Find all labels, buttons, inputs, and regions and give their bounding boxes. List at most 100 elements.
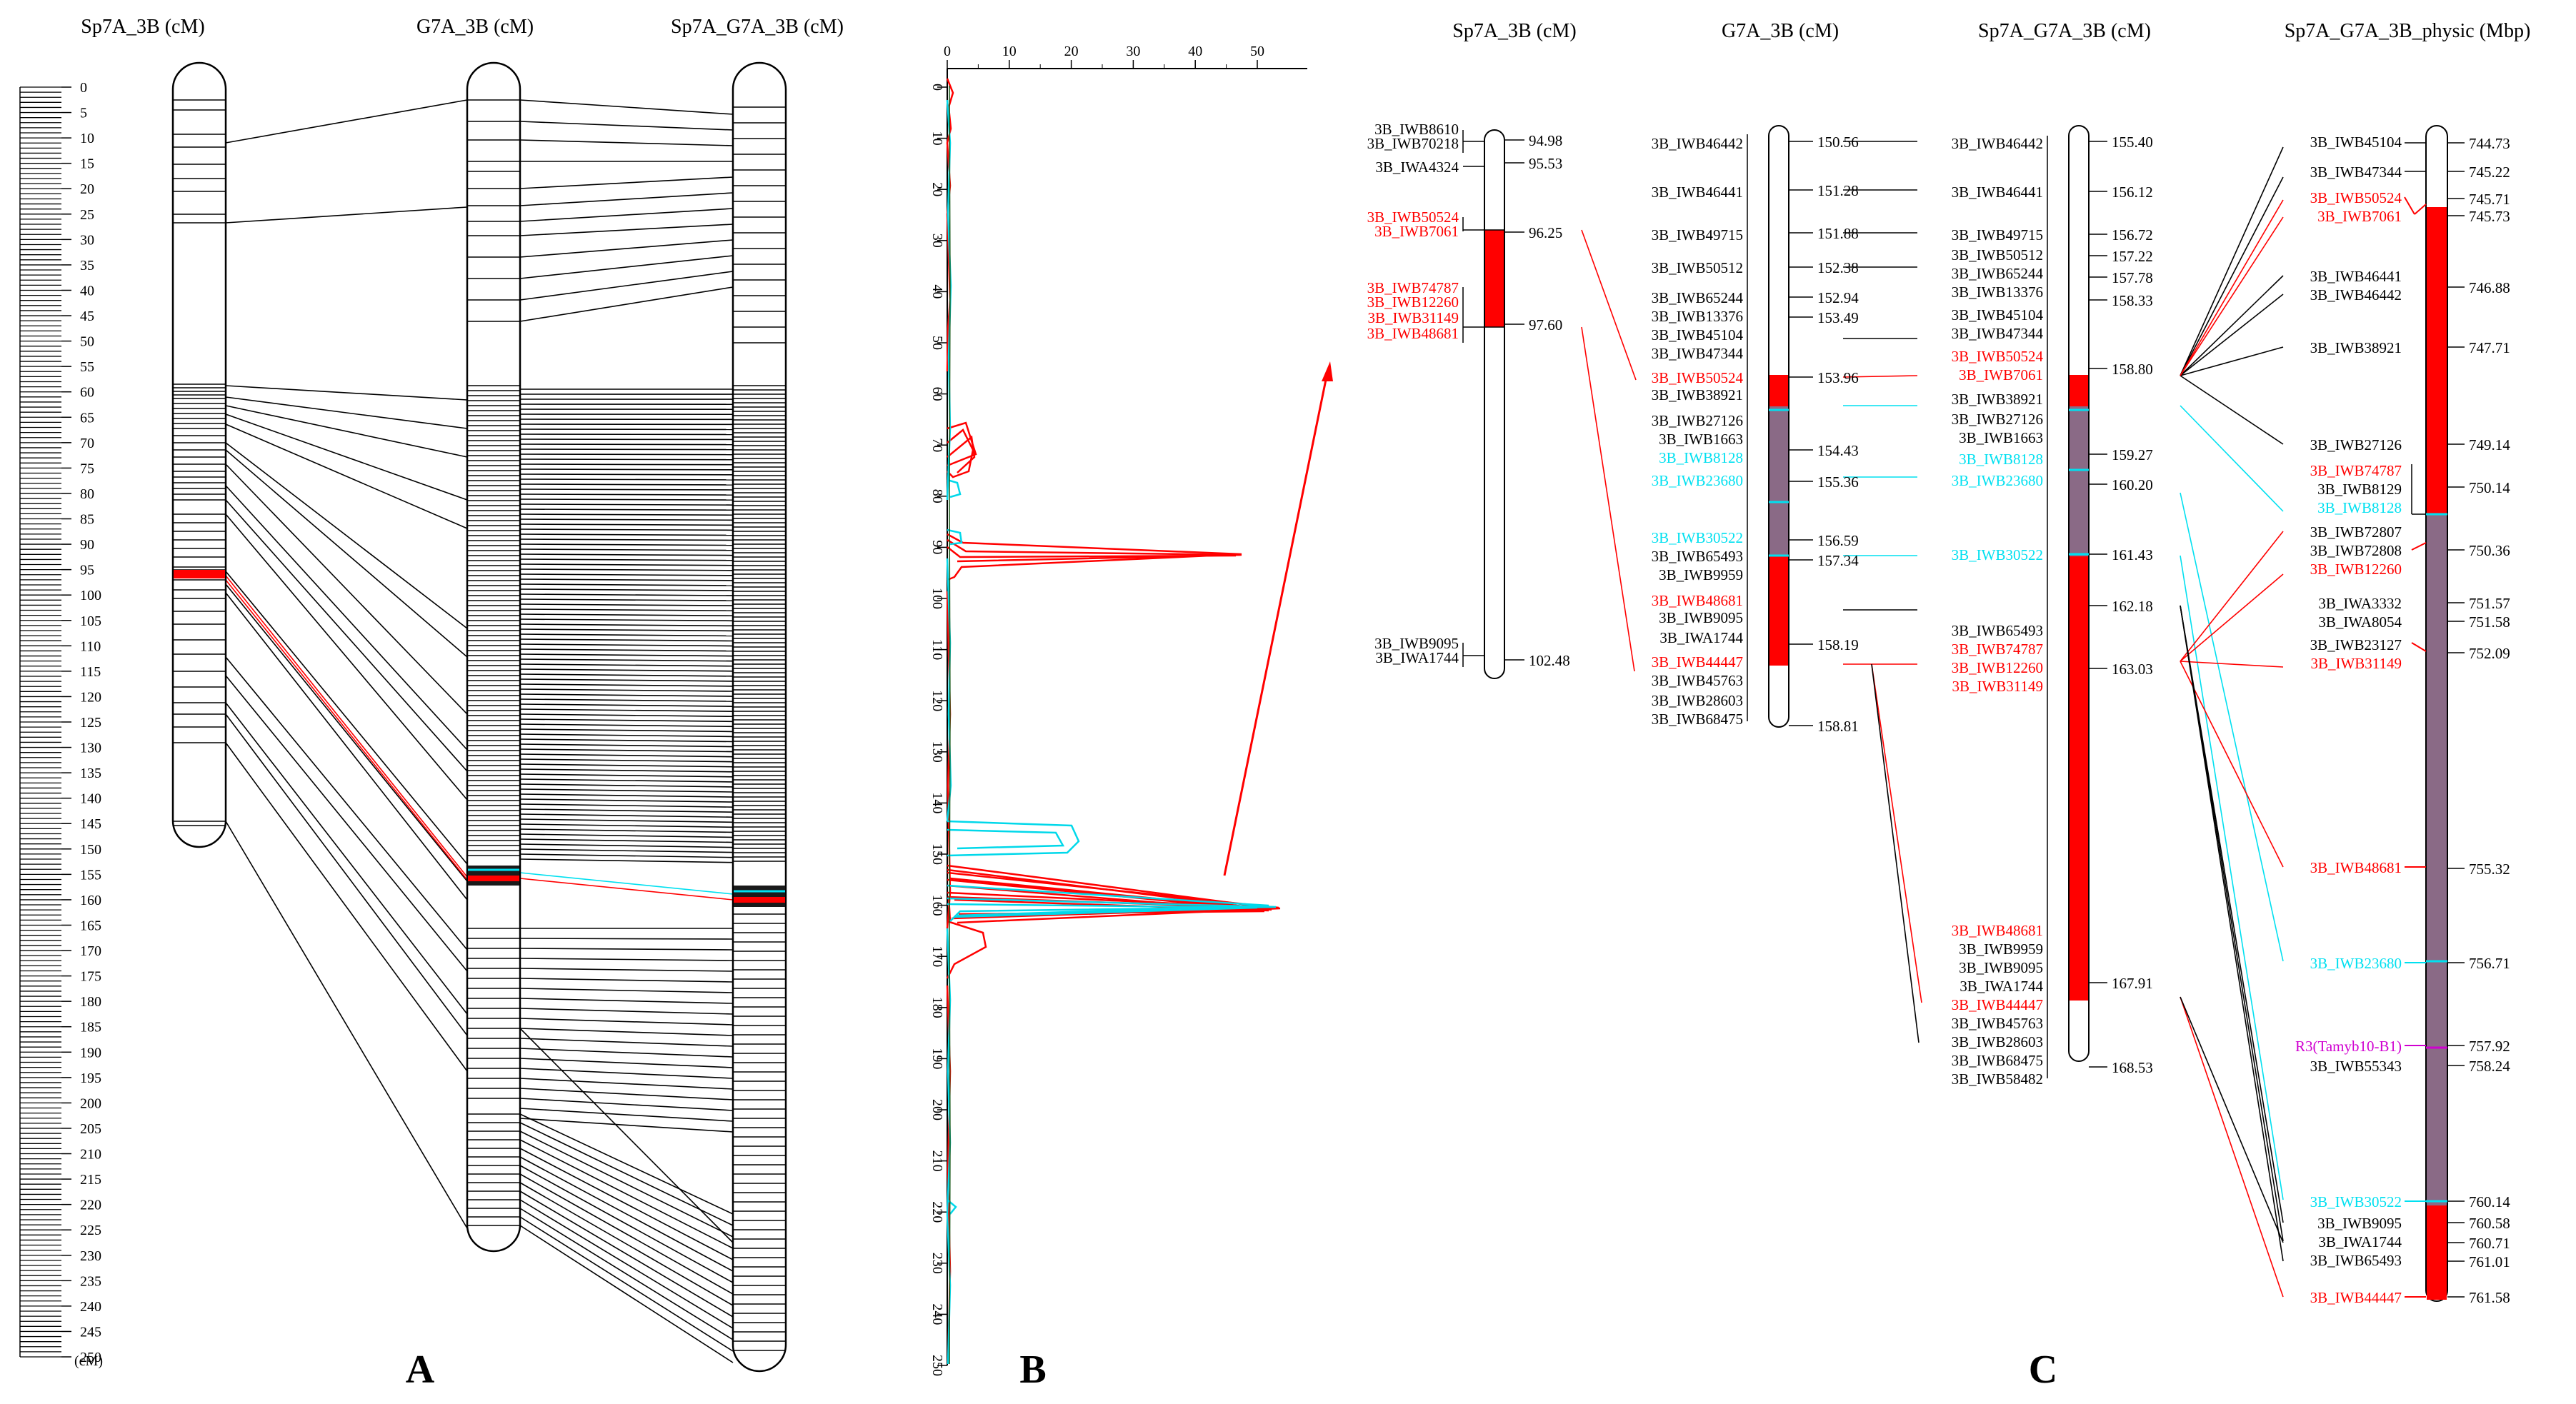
marker-label-c3: 3B_IWB13376 [1952, 284, 2043, 301]
marker-label-c2: 3B_IWB45763 [1652, 672, 1743, 689]
scale-tick-label: 195 [80, 1070, 101, 1086]
scale-tick-label: 230 [80, 1248, 101, 1264]
marker-label-c4: 3B_IWB31149 [2310, 655, 2402, 672]
marker-label-c3: 3B_IWB65493 [1952, 622, 2043, 639]
y-tick-label: 160 [929, 895, 945, 916]
marker-label-c1: 3B_IWA4324 [1375, 159, 1459, 176]
position-label-c4: 761.01 [2469, 1253, 2510, 1270]
marker-label-c1: 3B_IWB7061 [1374, 223, 1459, 240]
y-tick-label: 250 [929, 1355, 945, 1376]
marker-label-c4: 3B_IWB8129 [2317, 481, 2402, 498]
y-tick-label: 240 [929, 1303, 945, 1325]
position-label-c4: 751.57 [2469, 595, 2510, 612]
scale-tick-label: 215 [80, 1172, 101, 1188]
marker-label-c3: 3B_IWB45104 [1952, 306, 2044, 324]
x-tick-label: 50 [1250, 44, 1264, 59]
marker-label-c4: 3B_IWA3332 [2318, 595, 2402, 612]
marker-label-c1: 3B_IWB31149 [1367, 309, 1459, 326]
marker-label-c2: 3B_IWB8128 [1659, 449, 1743, 466]
scale-tick-label: 205 [80, 1121, 101, 1137]
scale-tick-label: 130 [80, 741, 101, 756]
panel-c: Sp7A_3B (cM) G7A_3B (cM) Sp7A_G7A_3B (cM… [1367, 20, 2531, 1392]
marker-label-c4: 3B_IWB50524 [2310, 189, 2402, 206]
marker-label-c3: 3B_IWA1744 [1960, 978, 2043, 995]
position-label-c4: 757.92 [2469, 1038, 2510, 1055]
marker-label-c4: 3B_IWA1744 [2318, 1233, 2402, 1250]
position-label-c2: 153.96 [1817, 369, 1859, 386]
position-label-c4: 755.32 [2469, 861, 2510, 878]
scale-tick-label: 170 [80, 943, 101, 959]
panel-c-title-col1: Sp7A_3B (cM) [1452, 20, 1576, 42]
marker-label-c4: 3B_IWB74787 [2310, 462, 2402, 479]
position-label-c4: 750.36 [2469, 542, 2510, 559]
marker-label-c4: 3B_IWB45104 [2310, 134, 2402, 151]
position-label-c1: 95.53 [1529, 155, 1562, 172]
y-tick-label: 10 [929, 131, 945, 146]
scale-tick-label: 90 [80, 537, 94, 553]
y-tick-label: 80 [929, 489, 945, 503]
marker-label-c4: 3B_IWB8128 [2317, 499, 2402, 516]
scale-tick-label: 65 [80, 410, 94, 426]
marker-label-c1: 3B_IWB8610 [1374, 121, 1459, 138]
position-label-c3: 163.03 [2112, 661, 2153, 678]
scale-bar: 0510152025303540455055606570758085909510… [19, 80, 101, 1365]
panel-c-letter: C [2029, 1348, 2057, 1392]
chromosome-c1 [1484, 129, 1505, 679]
scale-tick-label: 140 [80, 791, 101, 807]
lod-curve-cyan [946, 99, 1277, 1365]
scale-tick-label: 150 [80, 842, 101, 858]
position-label-c3: 161.43 [2112, 546, 2153, 563]
marker-label-c1: 3B_IWB70218 [1367, 135, 1459, 152]
scale-tick-label: 10 [80, 131, 94, 146]
scale-tick-label: 225 [80, 1223, 101, 1238]
panel-c-title-col2: G7A_3B (cM) [1722, 20, 1839, 42]
position-label-c2: 158.19 [1817, 636, 1859, 653]
marker-label-c2: 3B_IWB9095 [1659, 609, 1743, 626]
marker-label-c4: 3B_IWB46441 [2310, 268, 2402, 285]
chromosome-sp7a-g7a-3b [732, 61, 787, 1373]
marker-label-c3: 3B_IWB58482 [1952, 1070, 2043, 1088]
y-tick-label: 200 [929, 1099, 945, 1120]
marker-label-c3: 3B_IWB38921 [1952, 391, 2043, 408]
x-tick-label: 0 [944, 44, 951, 59]
qtl-region [734, 897, 785, 903]
scale-tick-label: 235 [80, 1273, 101, 1289]
y-tick-label: 20 [929, 182, 945, 196]
marker-label-c3: 3B_IWB50512 [1952, 246, 2043, 264]
position-label-c3: 159.27 [2112, 446, 2153, 463]
marker-label-c2: 3B_IWB46441 [1652, 184, 1743, 201]
marker-label-c2: 3B_IWB23680 [1652, 472, 1743, 489]
y-tick-label: 180 [929, 997, 945, 1018]
marker-label-c3: 3B_IWB30522 [1952, 546, 2043, 563]
panel-c-connectors [1581, 141, 2284, 1298]
marker-label-c3: 3B_IWB50524 [1952, 348, 2044, 365]
y-tick-label: 70 [929, 438, 945, 452]
marker-label-c4: 3B_IWA8054 [2318, 613, 2402, 631]
x-tick-label: 10 [1002, 44, 1017, 59]
chromosome-sp7a-3b [171, 61, 227, 848]
position-label-c2: 156.59 [1817, 532, 1859, 549]
marker-label-c3: 3B_IWB44447 [1952, 996, 2043, 1013]
marker-label-c4: 3B_IWB23127 [2310, 636, 2402, 653]
y-tick-label: 40 [929, 284, 945, 299]
marker-label-c4: 3B_IWB27126 [2310, 436, 2402, 453]
y-tick-label: 50 [929, 336, 945, 350]
position-label-c3: 158.33 [2112, 292, 2153, 309]
position-label-c1: 97.60 [1529, 316, 1562, 334]
position-label-c4: 760.58 [2469, 1215, 2510, 1232]
y-tick-label: 100 [929, 588, 945, 609]
marker-label-c1: 3B_IWB50524 [1367, 209, 1459, 226]
scale-tick-label: 100 [80, 588, 101, 603]
scale-tick-label: 85 [80, 512, 94, 528]
scale-tick-label: 190 [80, 1045, 101, 1060]
marker-label-c1: 3B_IWA1744 [1375, 649, 1459, 666]
scale-tick-label: 45 [80, 309, 94, 324]
marker-label-c3: 3B_IWB48681 [1952, 922, 2043, 939]
scale-tick-label: 5 [80, 106, 87, 121]
marker-label-c3: 3B_IWB65244 [1952, 265, 2044, 282]
position-label-c4: 758.24 [2469, 1058, 2510, 1075]
panel-a-title-g7: G7A_3B (cM) [416, 16, 534, 38]
marker-label-c2: 3B_IWB68475 [1652, 711, 1743, 728]
